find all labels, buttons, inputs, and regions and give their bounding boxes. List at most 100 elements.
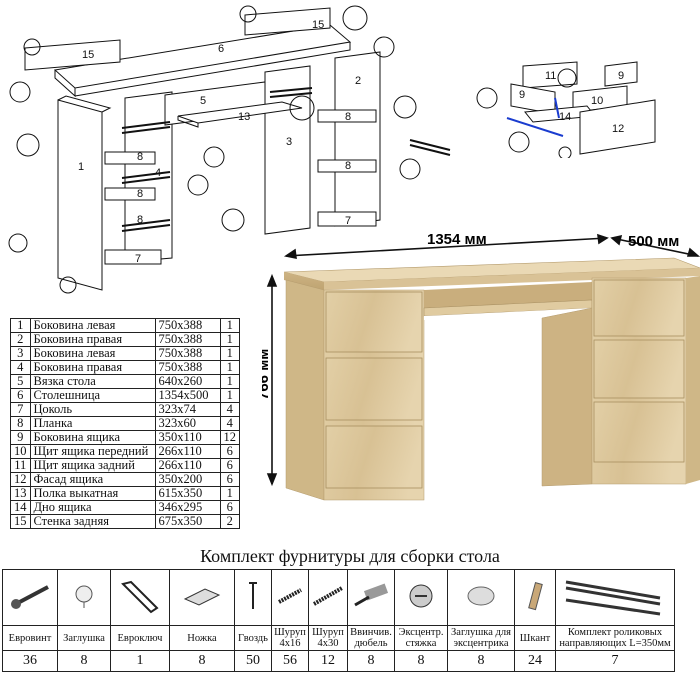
kit-qty: 8 (394, 650, 448, 672)
kit-icon-cell (169, 569, 235, 626)
parts-cell-n: 11 (10, 458, 31, 473)
parts-cell-size: 323x60 (154, 416, 221, 431)
parts-cell-n: 7 (10, 402, 31, 417)
kit-label: Шуруп 4x16 (271, 625, 309, 651)
parts-cell-size: 640x260 (154, 374, 221, 389)
parts-cell-n: 5 (10, 374, 31, 389)
label-13: 13 (238, 111, 250, 123)
drawer-label-12: 12 (612, 123, 624, 135)
kit-qty: 12 (308, 650, 348, 672)
kit-label: Евровинт (2, 625, 58, 651)
parts-cell-n: 15 (10, 514, 31, 529)
kit-qty: 56 (271, 650, 309, 672)
parts-cell-n: 10 (10, 444, 31, 459)
kit-qty: 1 (110, 650, 170, 672)
label-8d: 8 (345, 160, 351, 172)
parts-cell-size: 615x350 (154, 486, 221, 501)
screw-dowel-icon (351, 583, 391, 614)
parts-cell-qty: 6 (219, 444, 240, 459)
cam-cap-icon (464, 586, 498, 614)
kit-icon-cell (271, 569, 309, 626)
dim-depth: 500 мм (628, 233, 679, 250)
parts-cell-n: 1 (10, 318, 31, 333)
kit-icon-cell (2, 569, 58, 626)
parts-cell-qty: 6 (219, 458, 240, 473)
parts-cell-qty: 4 (219, 416, 240, 431)
cam-lock-icon (404, 584, 438, 616)
parts-cell-n: 9 (10, 430, 31, 445)
desk-top (283, 257, 700, 283)
drawer-label-11: 11 (545, 70, 556, 82)
parts-cell-size: 266x110 (154, 444, 221, 459)
parts-cell-name: Столешница (29, 388, 156, 403)
kit-icon-cell (447, 569, 515, 626)
kit-label: Евроключ (110, 625, 170, 651)
parts-cell-size: 1354x500 (154, 388, 221, 403)
parts-cell-name: Планка (29, 416, 156, 431)
kit-label: Ввинчив. дюбель (347, 625, 395, 651)
kit-icon-cell (514, 569, 556, 626)
label-8a: 8 (137, 151, 143, 163)
desk-dimension-drawing: 1354 мм 500 мм 766 мм (262, 231, 700, 501)
eurobolt-icon (8, 585, 52, 614)
kit-icon-cell (555, 569, 675, 626)
label-8c: 8 (345, 111, 351, 123)
kit-qty: 8 (347, 650, 395, 672)
parts-cell-name: Вязка стола (29, 374, 156, 389)
parts-cell-qty: 1 (219, 332, 240, 347)
drawer-facade-12 (579, 99, 656, 155)
plug-cap-icon (72, 585, 96, 614)
parts-cell-name: Полка выкатная (29, 486, 156, 501)
hex-key-icon (117, 580, 163, 617)
drawer-slide-icon (560, 580, 670, 623)
left-drawer-1 (325, 291, 423, 353)
label-15a: 15 (82, 49, 94, 61)
label-7b: 7 (345, 215, 351, 227)
parts-cell-qty: 4 (219, 402, 240, 417)
exploded-assembly-diagram: 15 6 15 2 1 5 13 3 8 4 8 8 8 7 8 7 (8, 5, 451, 294)
parts-cell-qty: 1 (219, 486, 240, 501)
parts-cell-n: 8 (10, 416, 31, 431)
screw-short-icon (275, 588, 305, 611)
parts-cell-name: Щит ящика передний (29, 444, 156, 459)
parts-cell-qty: 6 (219, 472, 240, 487)
parts-cell-qty: 1 (219, 374, 240, 389)
kit-title: Комплект фурнитуры для сборки стола (200, 546, 500, 566)
drawer-label-9a: 9 (618, 70, 624, 82)
right-drawer-2 (593, 339, 685, 399)
parts-cell-name: Дно ящика (29, 500, 156, 515)
back-panel-left (24, 39, 121, 71)
kit-qty: 8 (169, 650, 235, 672)
parts-cell-size: 323x74 (154, 402, 221, 417)
dim-width: 1354 мм (427, 231, 487, 248)
label-3: 3 (286, 136, 292, 148)
right-drawer-1 (593, 279, 685, 337)
parts-cell-name: Боковина правая (29, 332, 156, 347)
parts-cell-n: 3 (10, 346, 31, 361)
parts-cell-n: 2 (10, 332, 31, 347)
kit-qty: 8 (57, 650, 111, 672)
parts-cell-name: Боковина левая (29, 346, 156, 361)
kit-qty: 7 (555, 650, 675, 672)
parts-cell-size: 750x388 (154, 360, 221, 375)
side-panel-1 (57, 99, 103, 291)
label-6: 6 (218, 43, 224, 55)
kit-label: Шуруп 4x30 (308, 625, 348, 651)
parts-cell-name: Фасад ящика (29, 472, 156, 487)
left-drawer-2 (325, 357, 423, 421)
parts-cell-size: 750x388 (154, 318, 221, 333)
parts-cell-n: 14 (10, 500, 31, 515)
drawer-label-10: 10 (591, 95, 603, 107)
parts-cell-name: Щит ящика задний (29, 458, 156, 473)
kit-label: Гвоздь (234, 625, 272, 651)
side-panel-4 (124, 91, 173, 263)
dim-height: 766 мм (262, 349, 272, 400)
